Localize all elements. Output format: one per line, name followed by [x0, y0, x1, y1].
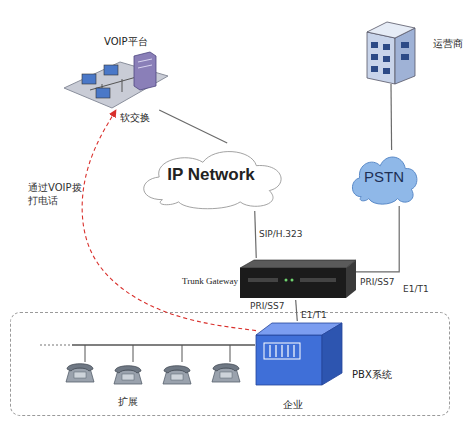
node-label: 软交换: [120, 112, 150, 124]
network-element: PSTN: [346, 150, 422, 206]
phone-symbol: [114, 366, 142, 384]
phone-symbol: [163, 366, 191, 384]
computer-symbol: [104, 65, 118, 75]
edge-label: SIP/H.323: [259, 229, 302, 240]
bus-line: [72, 344, 255, 346]
computer-symbol: [96, 88, 110, 98]
bus-line: [40, 344, 72, 345]
building-front: [367, 32, 395, 84]
server-symbol: [134, 52, 156, 90]
network-element: 运营商: [365, 20, 417, 84]
interface-label: 扩展: [118, 396, 138, 409]
node-outline: [256, 321, 342, 385]
node-outline: [365, 20, 417, 84]
node-label: Trunk Gateway: [182, 276, 238, 287]
link-line: [159, 110, 227, 143]
group-band: 企业 PBX系统: [10, 312, 450, 416]
computer-symbol: [82, 74, 96, 84]
node-outline: [240, 258, 356, 300]
drop-line: [230, 345, 231, 362]
drop-line: [182, 345, 183, 362]
network-element: IP Network: [130, 143, 292, 211]
drop-line: [85, 345, 86, 362]
node-label: IP Network: [130, 165, 292, 185]
edge-label: PRI/SS7: [250, 301, 285, 312]
pbx-side: [322, 323, 342, 385]
gateway-front: [240, 268, 346, 298]
network-element: PBX系统: [256, 321, 342, 385]
building-roof: [367, 22, 415, 38]
edge-label: PRI/SS7: [360, 277, 395, 288]
network-element: VOIP平台软交换: [62, 52, 170, 110]
link-line: [255, 211, 256, 258]
node-outline: [62, 52, 170, 110]
drop-line: [133, 345, 134, 362]
node-label: PSTN: [346, 168, 422, 186]
pbx-front: [256, 335, 322, 385]
interface-label: E1/T1: [301, 310, 327, 321]
link-line: [296, 300, 298, 321]
node-label: 企业: [283, 399, 303, 411]
node-label: VOIP平台: [104, 36, 148, 48]
network-element: Trunk Gateway: [240, 258, 356, 300]
gateway-top: [240, 260, 356, 268]
node-label: PBX系统: [352, 369, 392, 381]
link-line: [390, 84, 392, 150]
edge-label: 通过VOIP拨打电话: [28, 182, 85, 207]
gateway-side: [346, 260, 356, 298]
interface-label: E1/T1: [403, 284, 429, 295]
phone-symbol: [66, 364, 94, 382]
node-label: 运营商: [433, 38, 463, 50]
phone-symbol: [212, 364, 240, 382]
voip-call-path: [82, 110, 256, 331]
link-line: [356, 206, 399, 272]
